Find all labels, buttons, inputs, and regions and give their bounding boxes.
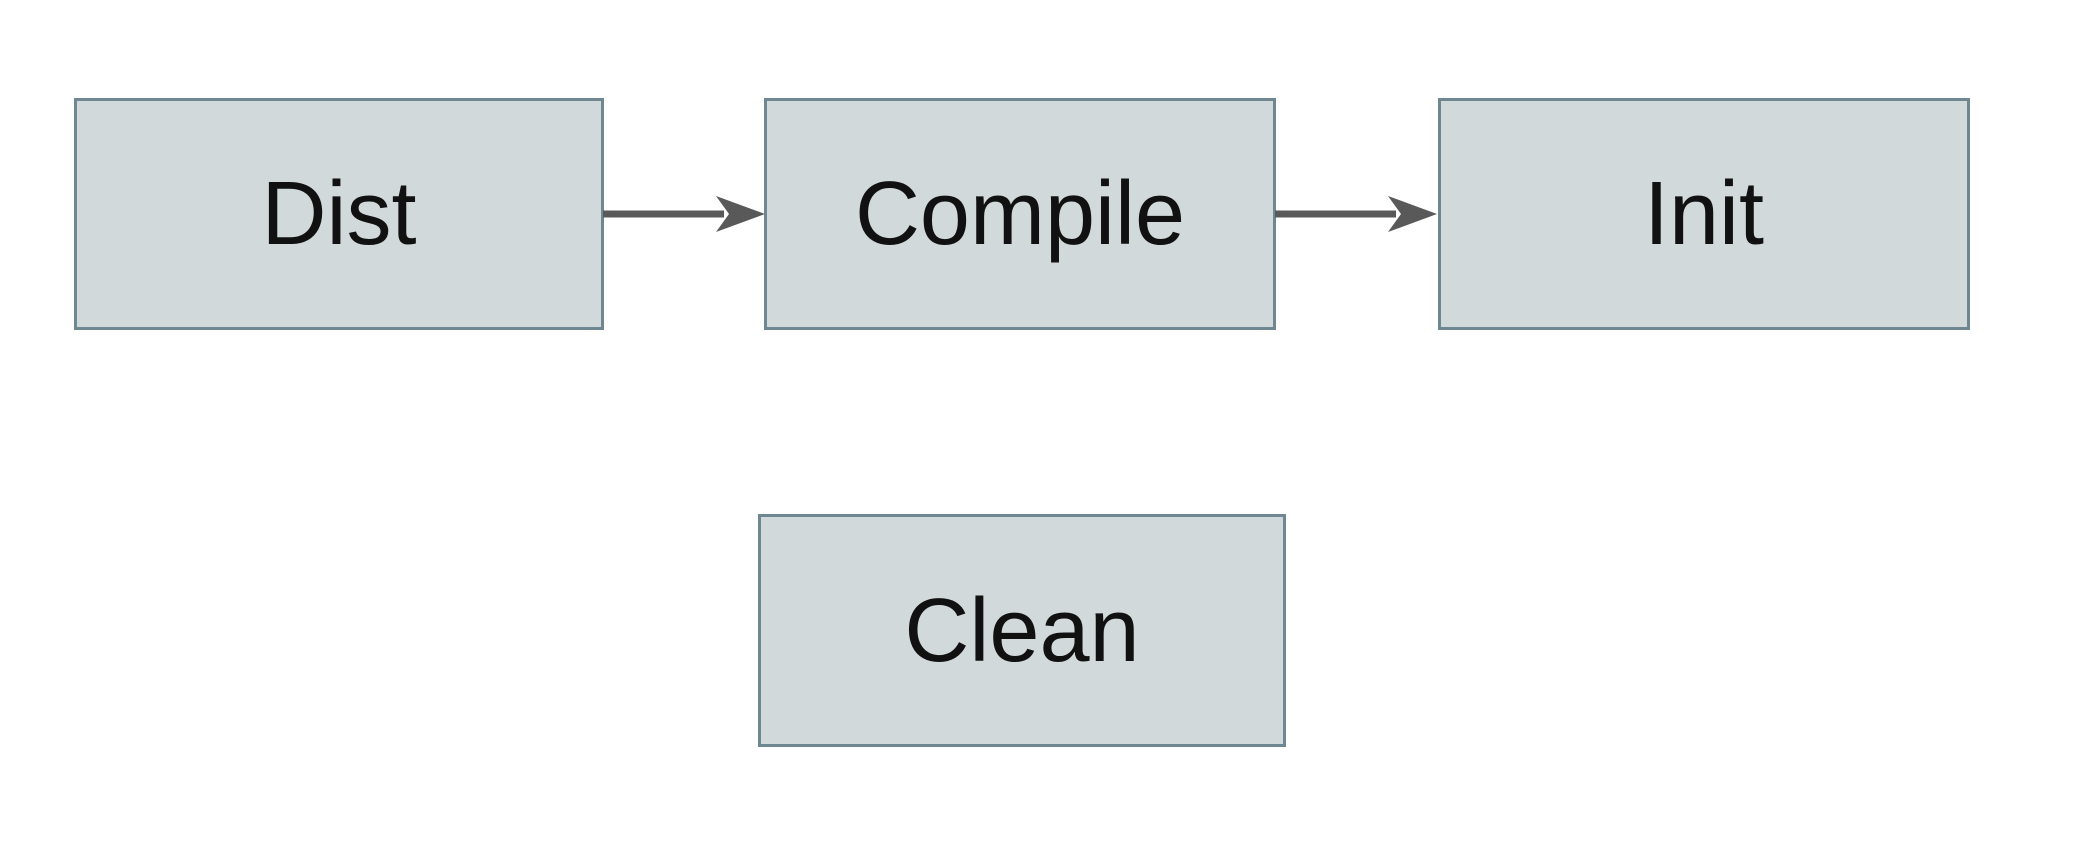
arrow-compile-to-init-icon (1275, 196, 1437, 232)
node-dist-label: Dist (261, 164, 417, 264)
node-clean: Clean (758, 514, 1286, 747)
node-compile: Compile (764, 98, 1276, 330)
node-clean-label: Clean (904, 580, 1140, 681)
node-compile-label: Compile (854, 164, 1186, 264)
node-dist: Dist (74, 98, 604, 330)
arrow-dist-to-compile-icon (603, 196, 765, 232)
node-init-label: Init (1643, 164, 1765, 264)
node-init: Init (1438, 98, 1970, 330)
